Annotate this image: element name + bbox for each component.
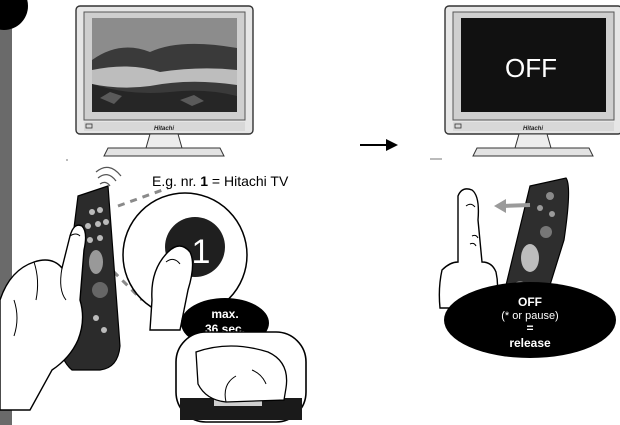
tv-left: Hitachi xyxy=(76,6,253,156)
release-arrow xyxy=(502,205,530,206)
example-caption: E.g. nr. 1 = Hitachi TV xyxy=(152,173,289,189)
hold-time-line1: max. xyxy=(211,307,238,321)
release-badge: OFF (* or pause) = release xyxy=(444,282,616,358)
release-line3: = xyxy=(526,321,533,335)
tv-right-brand: Hitachi xyxy=(523,126,543,132)
tv-right-off-text: OFF xyxy=(505,53,557,83)
transition-arrow xyxy=(360,139,398,151)
release-line1: OFF xyxy=(518,295,542,309)
number-1-label: 1 xyxy=(192,233,211,271)
press-detail-box xyxy=(176,332,306,422)
tv-left-brand: Hitachi xyxy=(154,126,174,132)
step-badge xyxy=(0,0,28,30)
release-line4: release xyxy=(509,336,551,350)
tv-right: OFF Hitachi xyxy=(445,6,620,156)
